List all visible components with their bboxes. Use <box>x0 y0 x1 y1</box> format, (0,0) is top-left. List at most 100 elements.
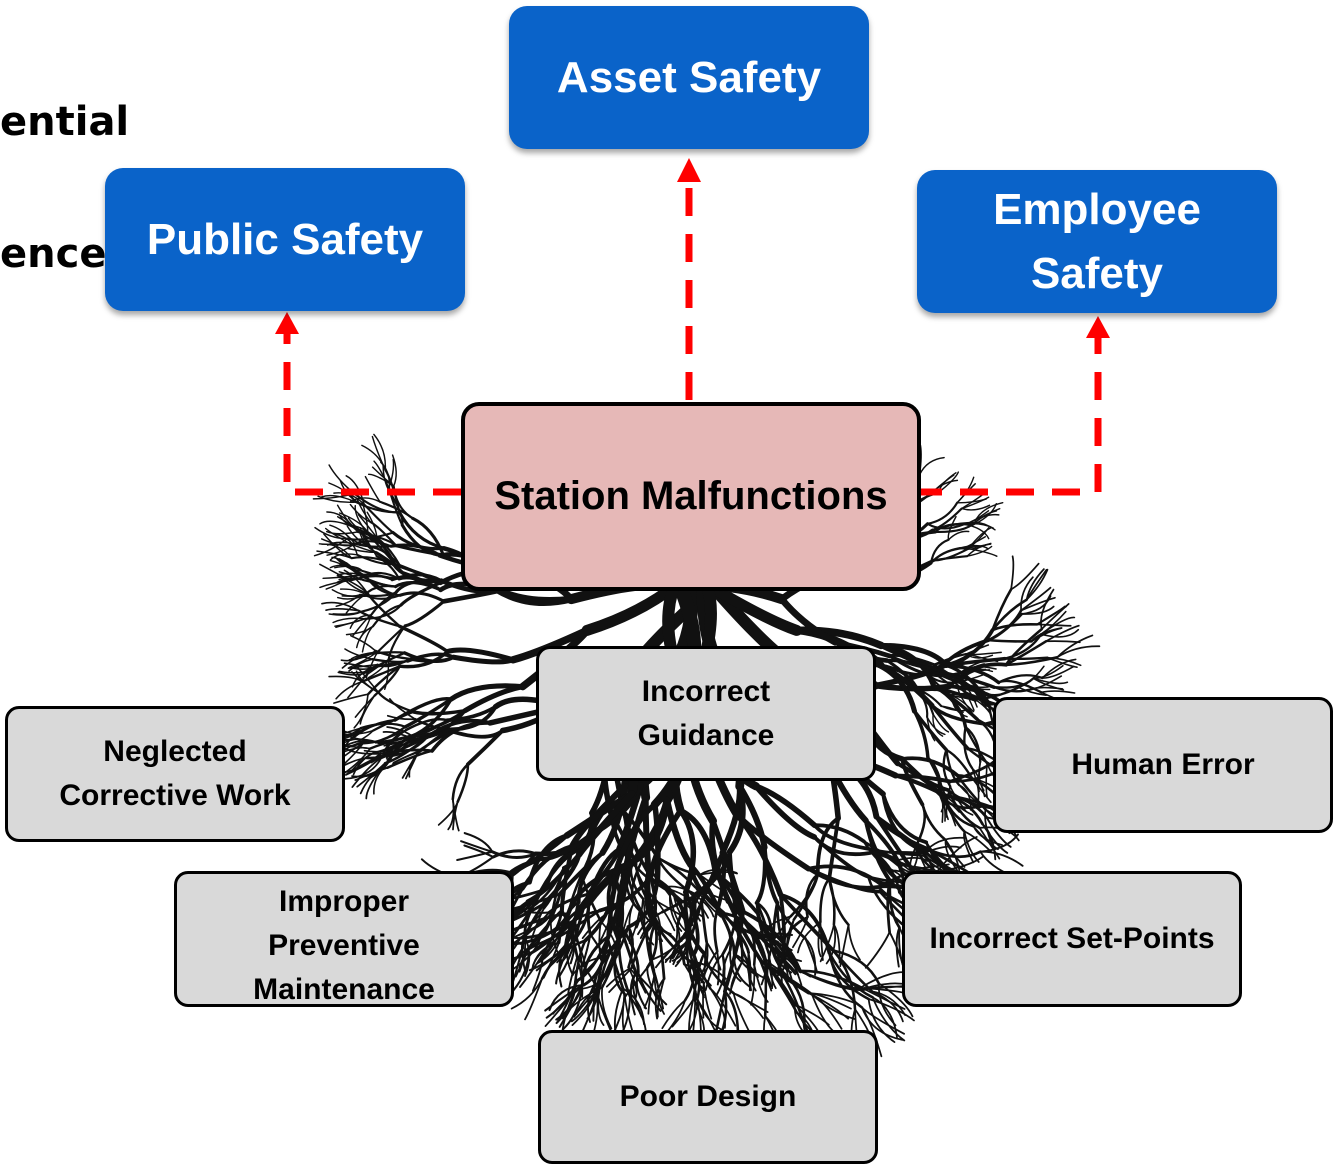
root-branch <box>991 598 1028 632</box>
root-branch <box>750 963 756 1006</box>
root-branch <box>777 892 786 971</box>
root-branch <box>1032 677 1069 685</box>
root-branch <box>747 951 752 992</box>
root-branch <box>932 547 965 562</box>
root-branch <box>637 911 664 936</box>
root-branch <box>957 674 984 684</box>
root-branch <box>403 697 453 729</box>
root-branch <box>888 653 936 667</box>
employee-safety-label-line-2: Safety <box>1030 248 1164 298</box>
root-branch <box>463 832 494 853</box>
root-branch <box>391 531 446 551</box>
root-branch <box>1003 633 1043 660</box>
root-branch <box>877 982 914 1018</box>
human-error-label: Human Error <box>1071 748 1255 781</box>
root-branch <box>710 818 746 915</box>
root-branch <box>940 705 966 712</box>
root-branch <box>566 903 591 949</box>
root-branch <box>646 922 658 969</box>
root-branch <box>778 595 839 646</box>
root-branch <box>346 755 381 775</box>
root-branch <box>757 956 773 992</box>
root-branch <box>463 844 495 859</box>
root-branch <box>932 713 944 737</box>
root-branch <box>348 650 377 661</box>
root-branch <box>812 823 866 844</box>
neglected-corrective-work-line-2: Corrective Work <box>59 779 291 812</box>
root-branch <box>575 790 636 858</box>
root-branch <box>1020 576 1034 612</box>
root-branch <box>991 623 1039 632</box>
root-branch <box>973 507 1001 524</box>
root-branch <box>950 695 968 718</box>
root-branch <box>963 830 993 853</box>
root-branch <box>356 762 386 788</box>
root-branch <box>403 599 446 628</box>
root-branch <box>391 454 397 487</box>
root-branch <box>511 912 570 932</box>
root-branch <box>872 850 926 855</box>
root-branch <box>462 684 526 714</box>
root-branch <box>592 989 599 1035</box>
root-branch <box>949 785 967 812</box>
root-branch <box>987 638 1033 643</box>
root-branch <box>361 665 401 683</box>
root-branch <box>1036 623 1072 627</box>
root-branch <box>979 850 1024 867</box>
root-branch <box>519 953 544 988</box>
root-branch <box>389 737 414 760</box>
root-branch <box>656 900 676 932</box>
root-branch <box>694 991 723 1031</box>
root-branch <box>392 750 421 765</box>
root-branch <box>947 515 957 541</box>
root-branch <box>861 1006 904 1041</box>
root-branch <box>637 971 662 1012</box>
root-branch <box>767 951 777 990</box>
root-branch <box>874 814 917 875</box>
root-branch <box>492 585 575 606</box>
root-branch <box>871 996 898 1039</box>
root-branch <box>375 555 401 580</box>
root-branch <box>702 982 713 1020</box>
arrowhead-asset-safety <box>677 158 701 182</box>
root-branch <box>566 939 574 976</box>
root-branch <box>350 634 377 652</box>
root-branch <box>966 543 992 557</box>
root-branch <box>812 823 873 852</box>
root-branch <box>573 939 587 994</box>
root-branch <box>932 713 950 733</box>
root-branch <box>792 626 885 650</box>
root-branch <box>777 967 806 1025</box>
root-branch <box>923 845 962 854</box>
root-branch <box>915 803 927 846</box>
incorrect-set-points-label: Incorrect Set-Points <box>929 922 1215 955</box>
root-branch <box>325 575 355 590</box>
root-branch <box>354 694 376 718</box>
root-branch <box>558 939 577 978</box>
arrowhead-public-safety <box>275 312 299 334</box>
incorrect-set-points-box: Incorrect Set-Points <box>902 871 1242 1007</box>
root-branch <box>329 524 356 545</box>
root-branch <box>1040 610 1067 635</box>
root-branch <box>334 618 366 627</box>
root-branch <box>613 987 624 1034</box>
root-branch <box>804 937 819 974</box>
root-branch <box>881 663 918 689</box>
root-branch <box>585 846 622 897</box>
root-branch <box>647 974 656 1015</box>
root-branch <box>319 520 355 528</box>
root-branch <box>397 510 446 550</box>
root-branch <box>343 662 373 669</box>
neglected-corrective-work-box: Neglected Corrective Work <box>5 706 345 842</box>
root-branch <box>934 521 976 533</box>
root-branch <box>460 840 494 853</box>
root-branch <box>702 952 735 995</box>
root-branch <box>700 900 708 944</box>
root-branch <box>384 468 401 514</box>
root-branch <box>366 592 401 628</box>
root-branch <box>828 951 870 1001</box>
root-branch <box>335 680 363 700</box>
root-branch <box>388 458 395 489</box>
root-branch <box>373 433 387 471</box>
root-branch <box>617 861 634 927</box>
